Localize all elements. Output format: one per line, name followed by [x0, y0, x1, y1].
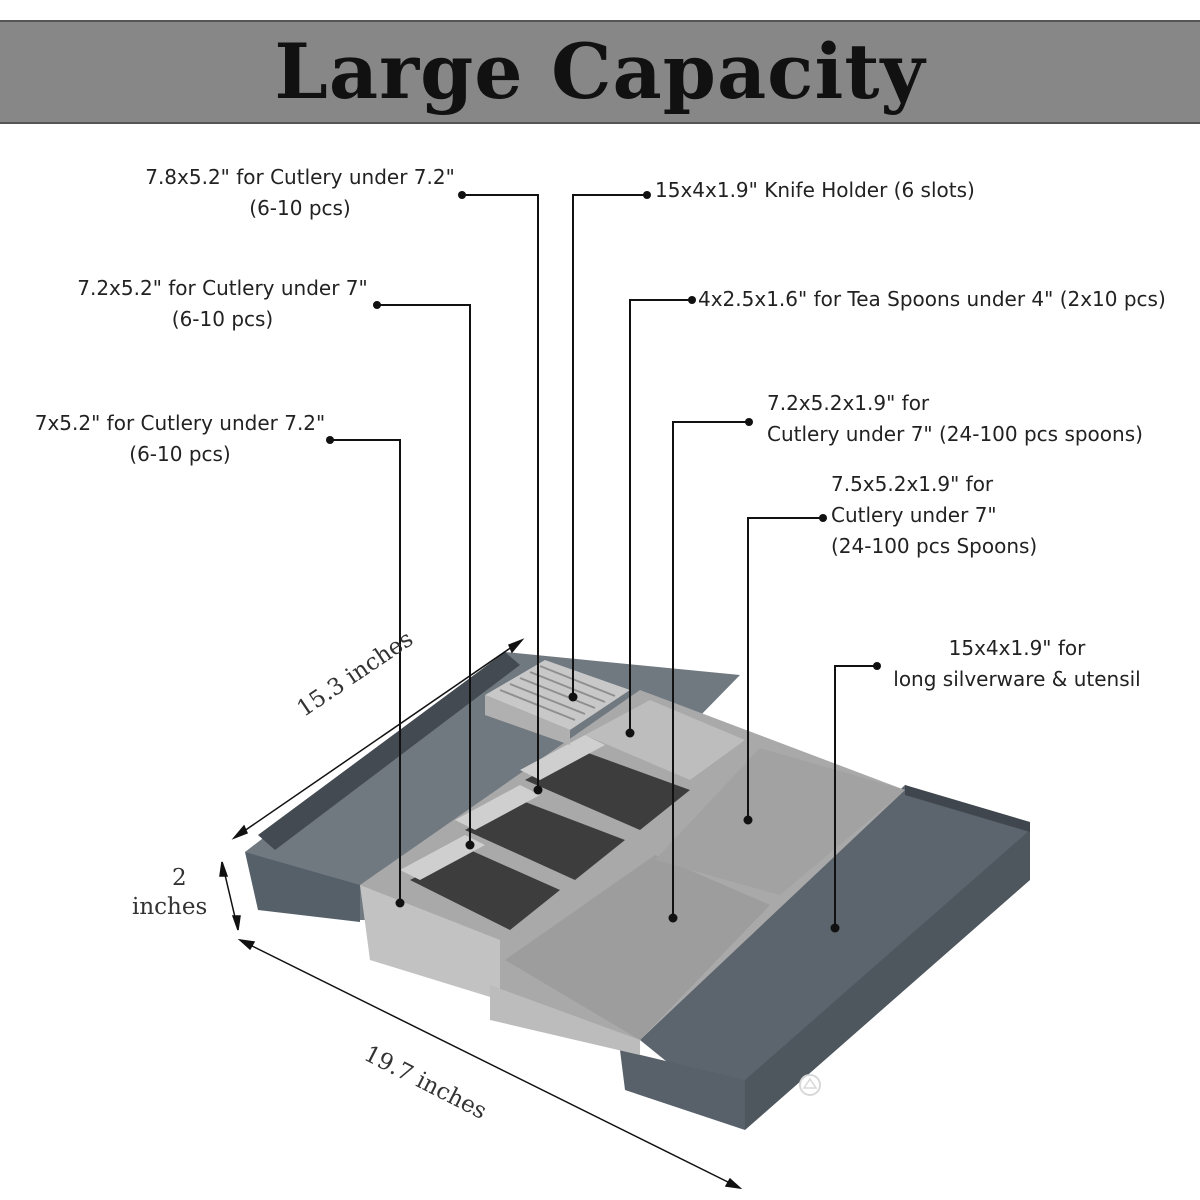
leader-tea-spoons — [629, 299, 692, 733]
callout-leader-lines — [330, 194, 877, 928]
height-dimension-value: 2 — [172, 865, 187, 891]
callout-cutlery-7-line2: (6-10 pcs) — [129, 442, 231, 466]
callout-spoons-75-line3: (24-100 pcs Spoons) — [831, 534, 1038, 558]
leader-spoons-72 — [672, 421, 749, 918]
callout-cutlery-78-line1: 7.8x5.2" for Cutlery under 7.2" — [145, 165, 455, 189]
leader-long-utensil — [834, 665, 877, 928]
leader-cutlery-72 — [377, 304, 471, 845]
page-title: Large Capacity — [274, 27, 926, 116]
callout-spoons-72-line1: 7.2x5.2x1.9" for — [767, 391, 930, 415]
callout-knife-holder: 15x4x1.9" Knife Holder (6 slots) — [655, 175, 975, 206]
dark-outer-tray — [245, 652, 1030, 1130]
callout-cutlery-7: 7x5.2" for Cutlery under 7.2" (6-10 pcs) — [30, 408, 330, 470]
callout-cutlery-78-line2: (6-10 pcs) — [249, 196, 351, 220]
callout-cutlery-72: 7.2x5.2" for Cutlery under 7" (6-10 pcs) — [70, 273, 375, 335]
dimension-lines — [219, 638, 743, 1190]
callout-spoons-75: 7.5x5.2x1.9" for Cutlery under 7" (24-10… — [831, 469, 1037, 562]
callout-tea-spoons: 4x2.5x1.6" for Tea Spoons under 4" (2x10… — [698, 284, 1166, 315]
callout-spoons-75-line2: Cutlery under 7" — [831, 503, 997, 527]
callout-cutlery-7-line1: 7x5.2" for Cutlery under 7.2" — [34, 411, 326, 435]
callout-tea-spoons-line1: 4x2.5x1.6" for Tea Spoons under 4" (2x10… — [698, 287, 1166, 311]
callout-long-utensil: 15x4x1.9" for long silverware & utensil — [882, 633, 1152, 695]
callout-cutlery-72-line2: (6-10 pcs) — [171, 307, 274, 331]
leader-cutlery-78 — [462, 194, 539, 790]
callout-cutlery-72-line1: 7.2x5.2" for Cutlery under 7" — [77, 276, 368, 300]
callout-long-utensil-line1: 15x4x1.9" for — [948, 636, 1086, 660]
callout-spoons-72: 7.2x5.2x1.9" for Cutlery under 7" (24-10… — [767, 388, 1143, 450]
title-banner: Large Capacity — [0, 20, 1200, 124]
callout-long-utensil-line2: long silverware & utensil — [893, 667, 1141, 691]
callout-cutlery-78: 7.8x5.2" for Cutlery under 7.2" (6-10 pc… — [140, 162, 460, 224]
width-dimension-line — [239, 939, 741, 1189]
leader-knife-holder — [572, 194, 647, 697]
leader-cutlery-7 — [330, 439, 401, 903]
height-dimension-unit: inches — [132, 894, 208, 920]
brand-logo-icon — [799, 1074, 821, 1096]
callout-knife-holder-line1: 15x4x1.9" Knife Holder (6 slots) — [655, 178, 975, 202]
light-inner-organizer — [360, 690, 905, 1055]
depth-dimension-line — [233, 639, 523, 839]
callout-dots — [326, 191, 881, 933]
callout-spoons-75-line1: 7.5x5.2x1.9" for — [831, 472, 994, 496]
leader-spoons-75 — [747, 517, 823, 820]
callout-spoons-72-line2: Cutlery under 7" (24-100 pcs spoons) — [767, 422, 1143, 446]
